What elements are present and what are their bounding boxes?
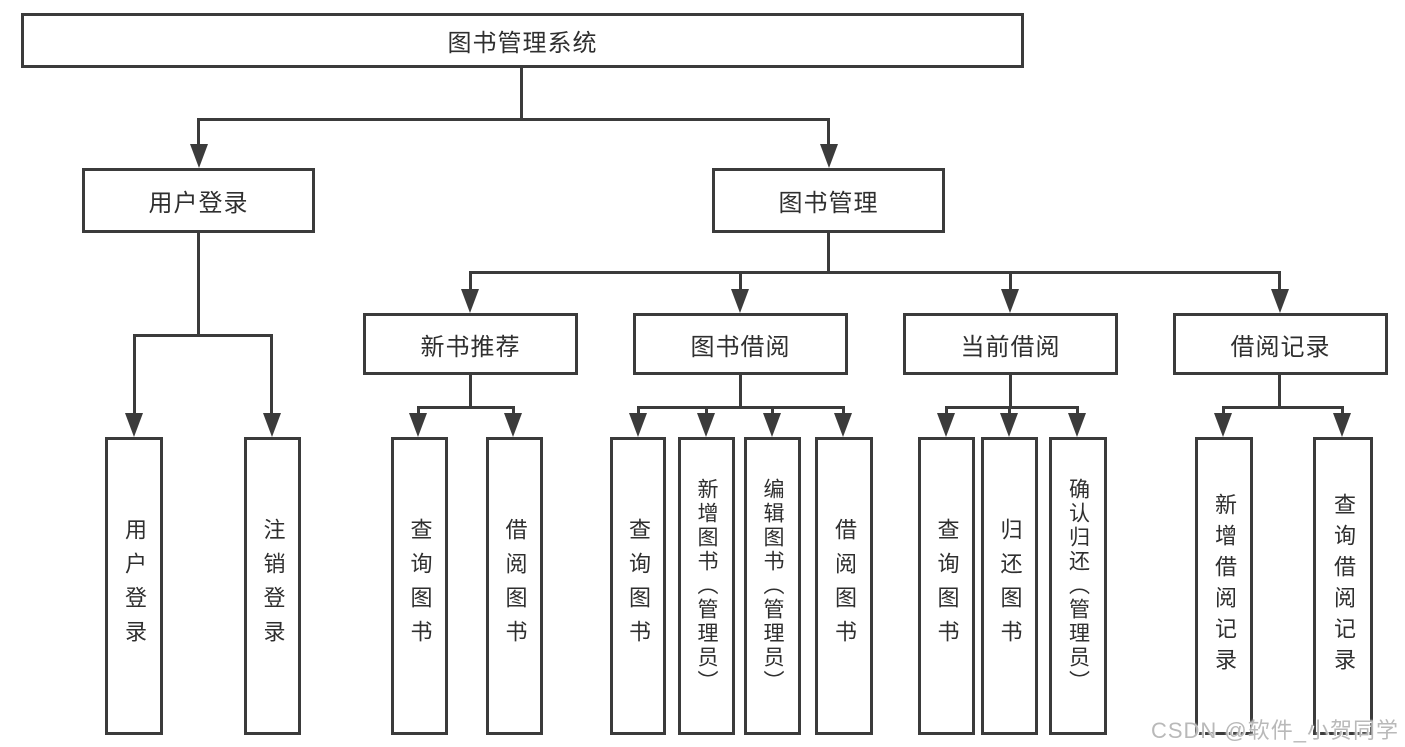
node-label: 借阅记录 (1230, 333, 1331, 361)
leaf-query-books: 查询图书 (610, 437, 666, 735)
csdn-watermark: CSDN @软件_小贺同学 (1150, 718, 1399, 743)
node-user-login: 用户登录 (82, 168, 315, 233)
leaf-return-books: 归还图书 (981, 437, 1038, 735)
arrow-down-icon (125, 413, 143, 437)
node-label: 图书管理系统 (447, 30, 598, 57)
connector-arm (637, 406, 640, 415)
connector-arm (705, 406, 708, 415)
leaf-confirm-return-admin: 确认归还（管理员） (1049, 437, 1107, 735)
connector-stem (1009, 375, 1012, 409)
leaf-add-borrow-record: 新增借阅记录 (1195, 437, 1253, 735)
connector-arm (1222, 406, 1225, 415)
node-label: 新书推荐 (420, 333, 521, 361)
arrow-down-icon (1333, 413, 1351, 437)
connector-root-bar (197, 118, 830, 121)
node-book-management: 图书管理 (712, 168, 945, 233)
connector-arm (739, 271, 742, 290)
arrow-down-icon (461, 289, 479, 313)
arrow-down-icon (763, 413, 781, 437)
connector-arm (1278, 271, 1281, 290)
connector-arm (197, 118, 200, 146)
leaf-query-borrow-record: 查询借阅记录 (1313, 437, 1373, 735)
leaf-borrow-books: 借阅图书 (815, 437, 873, 735)
node-label: 用户登录 (148, 190, 249, 217)
connector-arm (417, 406, 420, 415)
arrow-down-icon (409, 413, 427, 437)
leaf-borrow-books: 借阅图书 (486, 437, 543, 735)
arrow-down-icon (834, 413, 852, 437)
connector-bar (637, 406, 845, 409)
connector-user-login-bar (133, 334, 273, 337)
node-label: 图书管理 (778, 190, 879, 217)
connector-arm (1076, 406, 1079, 415)
arrow-down-icon (1271, 289, 1289, 313)
connector-arm (1009, 271, 1012, 290)
connector-book-mgmt-stem (827, 233, 830, 273)
arrow-down-icon (1068, 413, 1086, 437)
node-borrowing-records: 借阅记录 (1173, 313, 1388, 375)
node-library-management-system: 图书管理系统 (21, 13, 1024, 68)
connector-bar (1222, 406, 1344, 409)
leaf-add-books-admin: 新增图书（管理员） (678, 437, 735, 735)
arrow-down-icon (731, 289, 749, 313)
connector-arm (1008, 406, 1011, 415)
connector-arm (1341, 406, 1344, 415)
connector-arm (270, 334, 273, 414)
connector-stem (1278, 375, 1281, 409)
arrow-down-icon (504, 413, 522, 437)
node-label: 当前借阅 (960, 333, 1061, 361)
arrow-down-icon (1214, 413, 1232, 437)
arrow-down-icon (190, 144, 208, 168)
connector-arm (512, 406, 515, 415)
arrow-down-icon (820, 144, 838, 168)
node-book-borrowing: 图书借阅 (633, 313, 848, 375)
connector-stem (469, 375, 472, 409)
connector-arm (133, 334, 136, 414)
connector-arm (842, 406, 845, 415)
connector-book-mgmt-bar (469, 271, 1281, 274)
leaf-query-books: 查询图书 (391, 437, 448, 735)
node-new-book-recommend: 新书推荐 (363, 313, 578, 375)
connector-arm (771, 406, 774, 415)
arrow-down-icon (1001, 289, 1019, 313)
connector-arm (945, 406, 948, 415)
leaf-query-books: 查询图书 (918, 437, 975, 735)
connector-bar (945, 406, 1079, 409)
leaf-user-login: 用户登录 (105, 437, 163, 735)
connector-user-login-stem (197, 233, 200, 336)
connector-arm (469, 271, 472, 290)
connector-bar (417, 406, 515, 409)
node-current-borrowing: 当前借阅 (903, 313, 1118, 375)
leaf-edit-books-admin: 编辑图书（管理员） (744, 437, 801, 735)
arrow-down-icon (937, 413, 955, 437)
leaf-logout: 注销登录 (244, 437, 301, 735)
arrow-down-icon (629, 413, 647, 437)
connector-stem (739, 375, 742, 409)
connector-root-stem (520, 68, 523, 120)
arrow-down-icon (263, 413, 281, 437)
node-label: 图书借阅 (690, 333, 791, 361)
arrow-down-icon (1000, 413, 1018, 437)
connector-arm (827, 118, 830, 146)
arrow-down-icon (697, 413, 715, 437)
